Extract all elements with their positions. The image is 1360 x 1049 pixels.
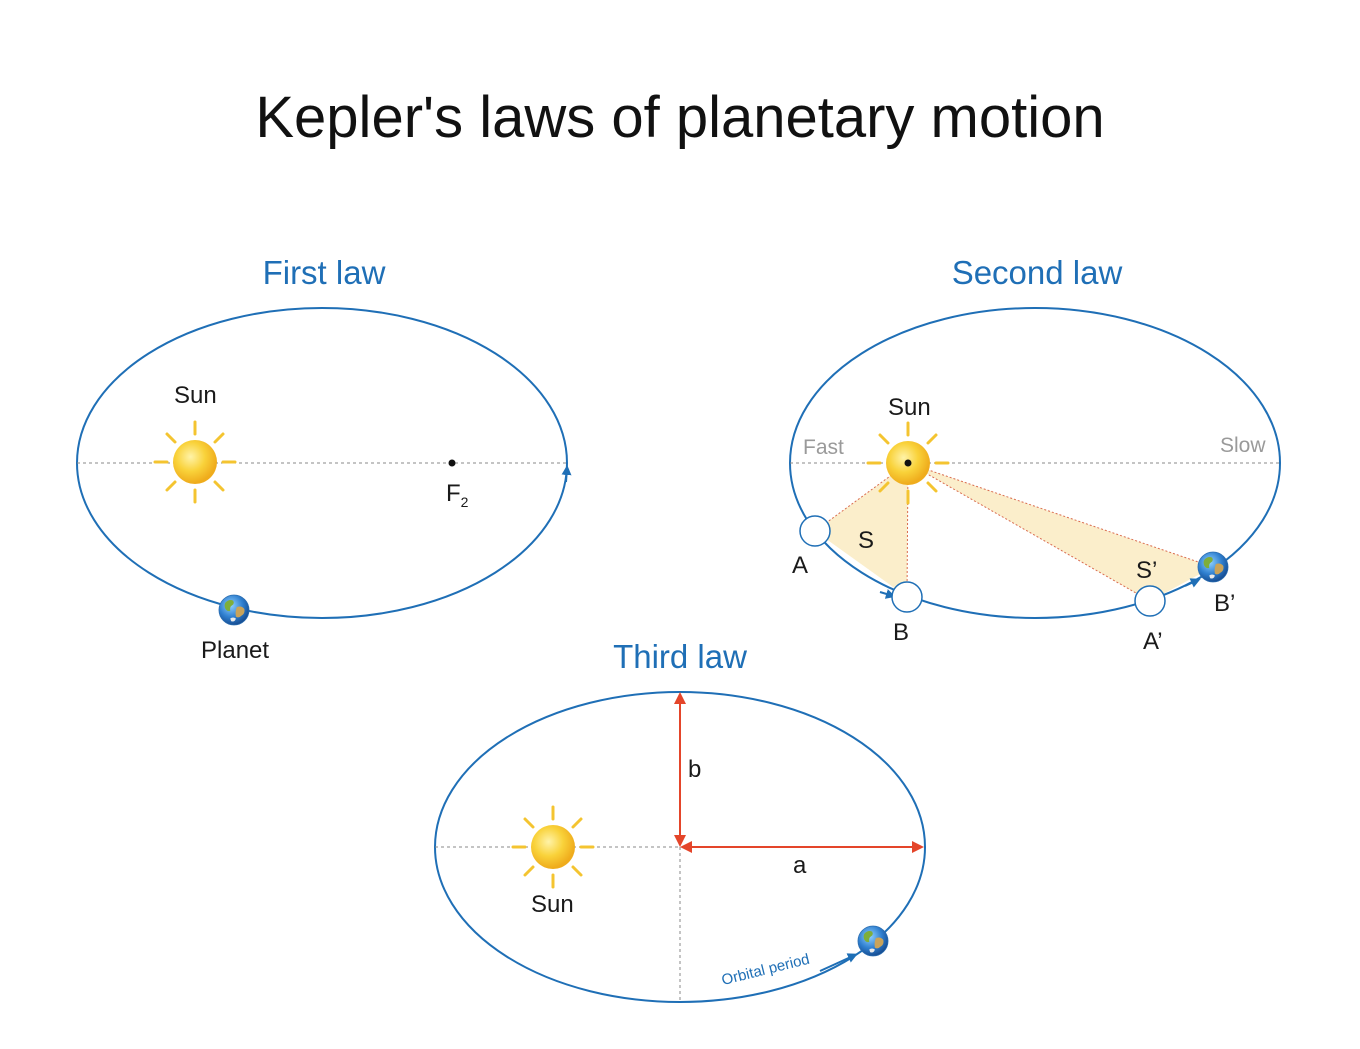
first-law-sun-label: Sun bbox=[174, 382, 217, 409]
planet-position-a bbox=[799, 515, 831, 547]
planet-position-a-prime bbox=[1134, 585, 1166, 617]
point-b-prime-label: B’ bbox=[1214, 590, 1236, 617]
third-law-title: Third law bbox=[613, 638, 747, 675]
focus-point-f2 bbox=[448, 459, 456, 467]
first-law-panel bbox=[76, 307, 572, 626]
slow-label: Slow bbox=[1220, 434, 1266, 457]
focus-label-subscript: 2 bbox=[460, 493, 469, 510]
page-title: Kepler's laws of planetary motion bbox=[255, 85, 1105, 150]
area-s bbox=[815, 463, 908, 597]
area-s-prime bbox=[908, 463, 1213, 601]
first-law-title: First law bbox=[262, 254, 386, 291]
fast-label: Fast bbox=[803, 436, 844, 459]
earth-icon bbox=[218, 594, 250, 626]
sun-icon bbox=[866, 421, 950, 505]
semi-major-axis-label: a bbox=[793, 852, 807, 879]
second-law-title: Second law bbox=[951, 254, 1123, 291]
focus-label-letter: F bbox=[446, 480, 461, 507]
planet-label: Planet bbox=[201, 637, 270, 664]
earth-icon bbox=[857, 925, 889, 957]
point-a-prime-label: A’ bbox=[1143, 628, 1163, 655]
arrow-icon bbox=[561, 465, 572, 483]
semi-minor-axis-label: b bbox=[688, 756, 702, 783]
arrow-icon bbox=[819, 953, 858, 972]
third-law-panel bbox=[434, 691, 926, 1003]
arrow-icon bbox=[879, 589, 896, 599]
sun-icon bbox=[511, 805, 595, 889]
second-law-panel bbox=[789, 307, 1281, 619]
planet-position-b bbox=[891, 581, 923, 613]
earth-icon bbox=[1197, 551, 1229, 583]
third-law-sun-label: Sun bbox=[531, 891, 574, 918]
point-b-label: B bbox=[893, 619, 910, 646]
point-a-label: A bbox=[792, 552, 809, 579]
area-s-label: S bbox=[858, 527, 875, 554]
sun-icon bbox=[153, 420, 237, 504]
focus-label: F2 bbox=[446, 480, 468, 510]
second-law-sun-label: Sun bbox=[888, 394, 931, 421]
arrow-icon bbox=[1184, 578, 1201, 588]
area-s-prime-label: S’ bbox=[1136, 557, 1158, 584]
